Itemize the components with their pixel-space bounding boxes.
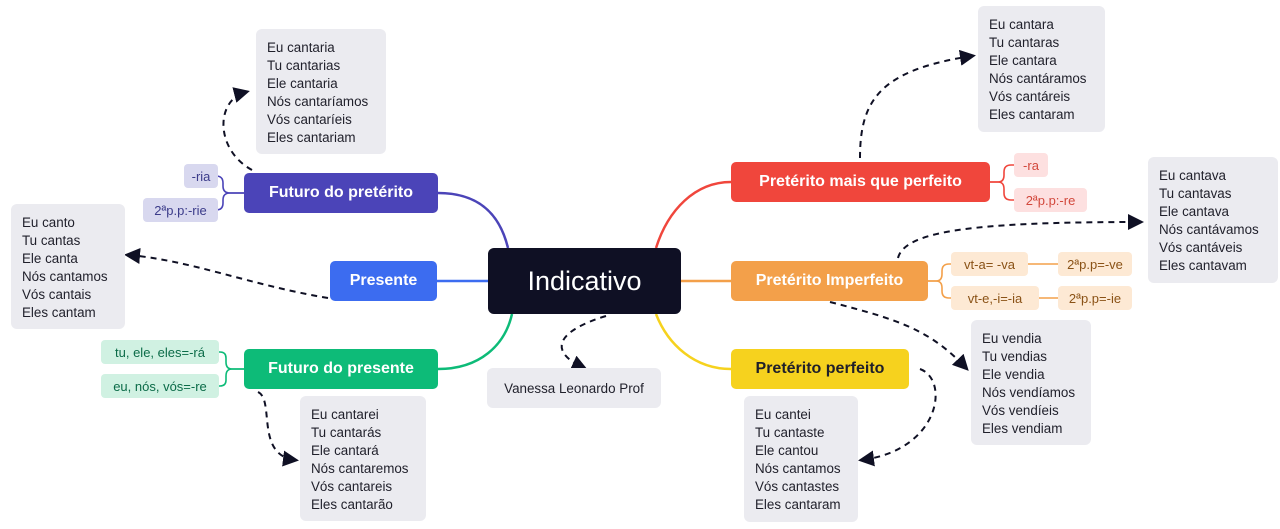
form-line: Nós cantamos: [755, 461, 841, 476]
forms-futuro-preterito[interactable]: Eu cantaria Tu cantarias Ele cantaria Nó…: [256, 29, 386, 154]
form-line: Eu cantava: [1159, 168, 1226, 183]
form-line: Eles cantaram: [755, 497, 841, 512]
form-line: Nós cantaríamos: [267, 94, 369, 109]
form-line: Ele vendia: [982, 367, 1045, 382]
forms-presente[interactable]: Eu canto Tu cantas Ele canta Nós cantamo…: [11, 204, 125, 329]
tag-imperfeito-ve[interactable]: 2ªp.p=-ve: [1058, 252, 1132, 276]
arrow-author: [560, 315, 607, 371]
form-line: Tu vendias: [982, 349, 1048, 364]
form-line: Nós vendíamos: [982, 385, 1076, 400]
form-line: Ele cantou: [755, 443, 819, 458]
branch-imperfeito[interactable]: Pretérito Imperfeito: [731, 261, 928, 301]
form-line: Nós cantaremos: [311, 461, 409, 476]
form-line: Nós cantáramos: [989, 71, 1087, 86]
form-line: Vós cantareis: [311, 479, 393, 494]
arrow-mais-que-perfeito: [859, 49, 976, 159]
form-line: Vós cantáveis: [1159, 240, 1243, 255]
form-line: Tu cantarás: [311, 425, 382, 440]
arrow-futuro-presente: [257, 391, 299, 467]
form-line: Tu cantaras: [989, 35, 1060, 50]
connector-perfeito: [654, 313, 732, 371]
form-line: Eles cantavam: [1159, 258, 1247, 273]
form-line: Eu vendia: [982, 331, 1042, 346]
forms-imperfeito-vendia[interactable]: Eu vendia Tu vendias Ele vendia Nós vend…: [971, 320, 1091, 445]
tag-imperfeito-ie[interactable]: 2ªp.p=-ie: [1058, 286, 1132, 310]
form-line: Vós cantastes: [755, 479, 840, 494]
connector-futuro-preterito: [437, 191, 510, 249]
branch-futuro-presente[interactable]: Futuro do presente: [244, 349, 438, 389]
form-line: Tu cantas: [22, 233, 81, 248]
form-line: Nós cantamos: [22, 269, 108, 284]
form-line: Ele cantava: [1159, 204, 1229, 219]
form-line: Nós cantávamos: [1159, 222, 1259, 237]
form-line: Eu cantarei: [311, 407, 379, 422]
form-line: Eu cantei: [755, 407, 811, 422]
form-line: Tu cantaste: [755, 425, 825, 440]
form-line: Eu cantaria: [267, 40, 335, 55]
form-line: Vós cantaríeis: [267, 112, 352, 127]
tag-futuro-presente-re[interactable]: eu, nós, vós=-re: [101, 374, 219, 398]
form-line: Eles cantam: [22, 305, 96, 320]
form-line: Vós cantáreis: [989, 89, 1071, 104]
forms-imperfeito-cantava[interactable]: Eu cantava Tu cantavas Ele cantava Nós c…: [1148, 157, 1278, 283]
tag-futuro-preterito-rie[interactable]: 2ªp.p:-rie: [143, 198, 218, 222]
form-line: Vós vendíeis: [982, 403, 1059, 418]
arrow-imperfeito-cantava: [897, 214, 1144, 259]
forms-mais-que-perfeito[interactable]: Eu cantara Tu cantaras Ele cantara Nós c…: [978, 6, 1105, 132]
form-line: Ele cantaria: [267, 76, 338, 91]
branch-futuro-preterito[interactable]: Futuro do pretérito: [244, 173, 438, 213]
tag-imperfeito-va[interactable]: vt-a= -va: [951, 252, 1028, 276]
form-line: Eu cantara: [989, 17, 1054, 32]
form-line: Ele cantará: [311, 443, 379, 458]
arrow-imperfeito-vendia: [829, 301, 969, 371]
arrow-presente: [124, 247, 329, 299]
tag-mais-que-perfeito-ra[interactable]: -ra: [1014, 153, 1048, 177]
branch-presente[interactable]: Presente: [330, 261, 437, 301]
form-line: Eles cantaram: [989, 107, 1075, 122]
form-line: Vós cantais: [22, 287, 92, 302]
branch-mais-que-perfeito[interactable]: Pretérito mais que perfeito: [731, 162, 990, 202]
form-line: Ele canta: [22, 251, 78, 266]
arrow-futuro-preterito: [222, 87, 253, 171]
forms-perfeito[interactable]: Eu cantei Tu cantaste Ele cantou Nós can…: [744, 396, 858, 522]
forms-futuro-presente[interactable]: Eu cantarei Tu cantarás Ele cantará Nós …: [300, 396, 426, 521]
connector-mais-que-perfeito: [654, 180, 732, 249]
form-line: Tu cantavas: [1159, 186, 1232, 201]
form-line: Eles cantariam: [267, 130, 356, 145]
form-line: Eles cantarão: [311, 497, 393, 512]
tag-futuro-presente-ra[interactable]: tu, ele, eles=-rá: [101, 340, 219, 364]
tag-mais-que-perfeito-re[interactable]: 2ªp.p:-re: [1014, 188, 1087, 212]
connector-futuro-presente: [437, 313, 514, 371]
tag-imperfeito-ia[interactable]: vt-e,-i=-ia: [951, 286, 1039, 310]
form-line: Eu canto: [22, 215, 75, 230]
form-line: Ele cantara: [989, 53, 1057, 68]
center-node[interactable]: Indicativo: [488, 248, 681, 314]
branch-perfeito[interactable]: Pretérito perfeito: [731, 349, 909, 389]
form-line: Eles vendiam: [982, 421, 1063, 436]
author-label[interactable]: Vanessa Leonardo Prof: [487, 368, 661, 408]
tag-futuro-preterito-ria[interactable]: -ria: [184, 164, 218, 188]
form-line: Tu cantarias: [267, 58, 341, 73]
arrow-perfeito: [858, 368, 937, 467]
